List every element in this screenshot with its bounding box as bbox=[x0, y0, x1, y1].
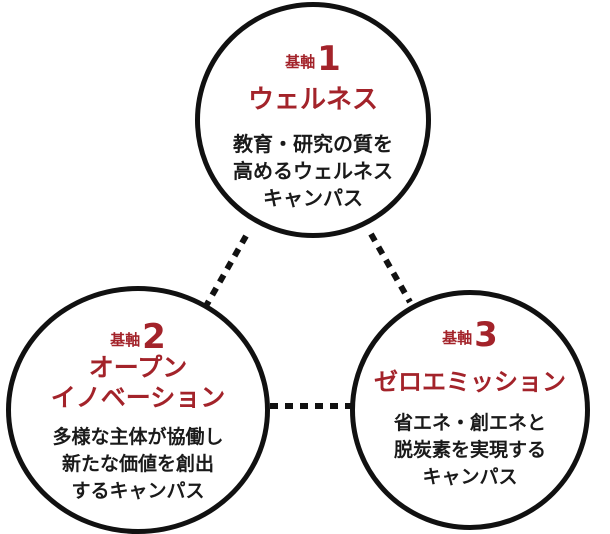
axis-1-description: 教育・研究の質を 高めるウェルネス キャンパス bbox=[200, 131, 426, 212]
axis-2-title: オープン イノベーション bbox=[11, 353, 265, 413]
axis-3-desc-line: キャンパス bbox=[422, 466, 518, 488]
axis-1-number: 1 bbox=[317, 39, 341, 79]
axis-1-desc-line: キャンパス bbox=[263, 186, 363, 210]
axis-3-number: 3 bbox=[474, 315, 498, 355]
axis-1-title: ウェルネス bbox=[247, 85, 378, 115]
axis-1-prefix: 基軸 bbox=[285, 53, 316, 71]
axis-2-circle: 基軸2 オープン イノベーション 多様な主体が協働し 新たな価値を創出 するキャ… bbox=[6, 286, 270, 534]
axis-1-desc-line: 教育・研究の質を bbox=[233, 132, 393, 156]
axis-1-label: 基軸1 bbox=[200, 39, 426, 79]
axis-3-desc-line: 省エネ・創エネと bbox=[393, 412, 546, 434]
axis-1-desc-line: 高めるウェルネス bbox=[233, 159, 393, 183]
axis-2-prefix: 基軸 bbox=[110, 331, 141, 349]
axis-3-title: ゼロエミッション bbox=[374, 368, 566, 396]
connector-1-2 bbox=[203, 234, 249, 308]
axis-1-circle: 基軸1 ウェルネス 教育・研究の質を 高めるウェルネス キャンパス bbox=[195, 2, 431, 238]
axis-2-label: 基軸2 bbox=[11, 317, 265, 357]
axis-2-number: 2 bbox=[142, 317, 166, 357]
axis-3-circle: 基軸3 ゼロエミッション 省エネ・創エネと 脱炭素を実現する キャンパス bbox=[350, 290, 590, 530]
axis-2-title-line: イノベーション bbox=[50, 383, 226, 412]
connector-1-3 bbox=[368, 232, 413, 304]
axis-3-label: 基軸3 bbox=[355, 315, 585, 355]
axis-3-description: 省エネ・創エネと 脱炭素を実現する キャンパス bbox=[355, 410, 585, 491]
axis-2-title-line: オープン bbox=[88, 353, 188, 382]
axis-2-description: 多様な主体が協働し 新たな価値を創出 するキャンパス bbox=[11, 424, 265, 505]
axis-3-prefix: 基軸 bbox=[442, 329, 473, 347]
axis-3-desc-line: 脱炭素を実現する bbox=[393, 439, 546, 461]
axis-2-desc-line: するキャンパス bbox=[71, 480, 205, 502]
axis-2-desc-line: 新たな価値を創出 bbox=[61, 453, 214, 475]
axis-2-desc-line: 多様な主体が協働し bbox=[52, 426, 224, 448]
